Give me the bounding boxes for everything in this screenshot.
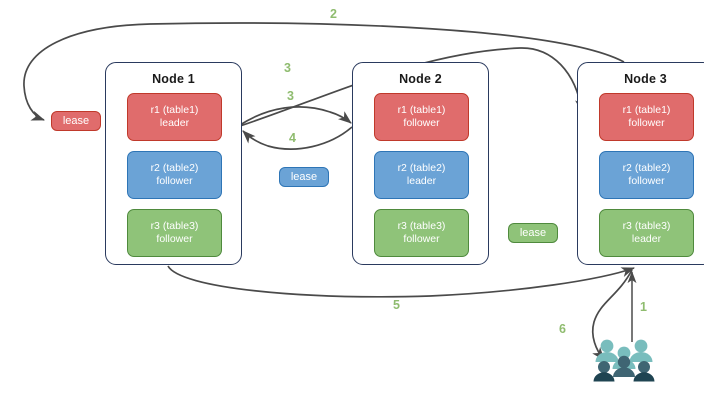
replica-role: follower xyxy=(156,233,193,245)
step-label-3b: 3 xyxy=(287,89,294,103)
node-2-replica-r1[interactable]: r1 (table1) follower xyxy=(374,93,469,141)
replica-name: r1 (table1) xyxy=(397,104,446,116)
replica-name: r2 (table2) xyxy=(622,162,671,174)
node-1-replica-r1[interactable]: r1 (table1) leader xyxy=(127,93,222,141)
edge-step-5 xyxy=(167,265,635,298)
node-2-replica-r2[interactable]: r2 (table2) leader xyxy=(374,151,469,199)
replica-role: follower xyxy=(156,175,193,187)
step-label-3a: 3 xyxy=(284,61,291,75)
step-label-6: 6 xyxy=(559,322,566,336)
edge-step-6 xyxy=(591,269,633,361)
node-2[interactable]: Node 2 r1 (table1) follower r2 (table2) … xyxy=(352,62,489,265)
node-2-replica-r3[interactable]: r3 (table3) follower xyxy=(374,209,469,257)
node-3-replica-r2[interactable]: r2 (table2) follower xyxy=(599,151,694,199)
node-1-replica-r2[interactable]: r2 (table2) follower xyxy=(127,151,222,199)
replica-name: r1 (table1) xyxy=(150,104,199,116)
lease-badge-r3[interactable]: lease xyxy=(508,223,558,243)
lease-badge-r1[interactable]: lease xyxy=(51,111,101,131)
edge-step-2 xyxy=(23,22,625,121)
replica-name: r2 (table2) xyxy=(397,162,446,174)
replica-role: follower xyxy=(628,117,665,129)
step-label-5: 5 xyxy=(393,298,400,312)
edge-step-3-to-node2 xyxy=(239,106,352,126)
step-label-4: 4 xyxy=(289,131,296,145)
replica-name: r2 (table2) xyxy=(150,162,199,174)
replica-role: leader xyxy=(631,233,662,245)
edge-step-4 xyxy=(242,126,353,150)
replica-role: follower xyxy=(403,233,440,245)
replica-role: follower xyxy=(628,175,665,187)
replica-role: leader xyxy=(406,175,437,187)
node-1-replica-r3[interactable]: r3 (table3) follower xyxy=(127,209,222,257)
replica-name: r3 (table3) xyxy=(397,220,446,232)
node-1-title: Node 1 xyxy=(152,72,195,86)
users-group-icon xyxy=(593,339,655,382)
node-1[interactable]: Node 1 r1 (table1) leader r2 (table2) fo… xyxy=(105,62,242,265)
replica-role: leader xyxy=(159,117,190,129)
node-3[interactable]: Node 3 r1 (table1) follower r2 (table2) … xyxy=(577,62,704,265)
edge-step-3-to-node3 xyxy=(239,47,586,127)
node-3-title: Node 3 xyxy=(624,72,667,86)
replica-name: r3 (table3) xyxy=(150,220,199,232)
node-2-title: Node 2 xyxy=(399,72,442,86)
replica-name: r3 (table3) xyxy=(622,220,671,232)
replica-role: follower xyxy=(403,117,440,129)
step-label-1: 1 xyxy=(640,300,647,314)
lease-badge-r2[interactable]: lease xyxy=(279,167,329,187)
replica-name: r1 (table1) xyxy=(622,104,671,116)
node-3-replica-r1[interactable]: r1 (table1) follower xyxy=(599,93,694,141)
step-label-2: 2 xyxy=(330,7,337,21)
node-3-replica-r3[interactable]: r3 (table3) leader xyxy=(599,209,694,257)
